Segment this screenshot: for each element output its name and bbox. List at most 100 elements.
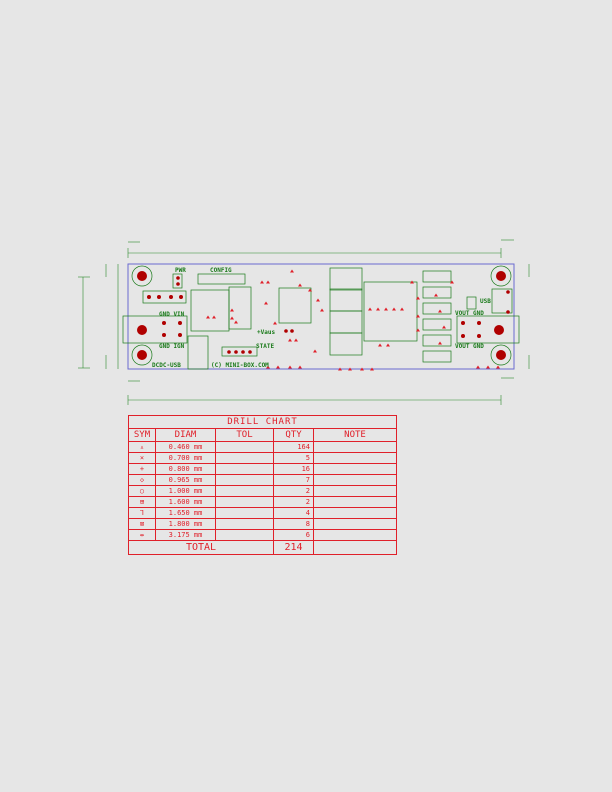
header-note: NOTE (313, 428, 397, 442)
via-marker (266, 365, 270, 369)
via-marker (476, 365, 480, 369)
via-marker (298, 365, 302, 369)
via-marker (438, 341, 442, 345)
via-marker (298, 283, 302, 287)
label-vout-gnd-bottom: VOUT GND (455, 343, 484, 350)
dimension-lines (78, 239, 530, 405)
via-marker (370, 367, 374, 371)
via-marker (294, 338, 298, 342)
via-marker (450, 280, 454, 284)
via-marker (384, 307, 388, 311)
drill-diam: 0.460 mm (155, 441, 216, 453)
via-marker (260, 280, 264, 284)
via-marker (276, 365, 280, 369)
drill-qty: 2 (273, 496, 314, 508)
drill-qty: 2 (273, 485, 314, 497)
drill-tol (215, 474, 274, 486)
via-marker (316, 298, 320, 302)
via-marker (368, 307, 372, 311)
drill-diam: 1.600 mm (155, 496, 216, 508)
label-copyright: (C) MINI-BOX.COM (211, 362, 269, 369)
via-marker (264, 301, 268, 305)
via-marker (230, 308, 234, 312)
total-qty: 214 (273, 540, 314, 555)
label-config: CONFIG (210, 267, 232, 274)
via-marker (434, 293, 438, 297)
drill-qty: 6 (273, 529, 314, 541)
drill-qty: 164 (273, 441, 314, 453)
via-marker (496, 365, 500, 369)
drill-chart: DRILL CHART SYM DIAM TOL QTY NOTE ▵0.460… (128, 415, 397, 555)
total-label: TOTAL (128, 540, 274, 555)
drill-sym: ◇ (128, 474, 156, 486)
drill-qty: 5 (273, 452, 314, 464)
via-marker (376, 307, 380, 311)
drill-tol (215, 485, 274, 497)
drill-diam: 1.800 mm (155, 518, 216, 530)
mounting-holes (131, 265, 512, 366)
header-tol: TOL (215, 428, 274, 442)
label-gnd-vin: GND VIN (159, 311, 185, 318)
total-note (313, 540, 397, 555)
drill-tol (215, 529, 274, 541)
via-marker (400, 307, 404, 311)
drill-qty: 4 (273, 507, 314, 519)
drill-sym: ⊠ (128, 518, 156, 530)
via-marker (288, 338, 292, 342)
via-marker (206, 315, 210, 319)
via-marker (360, 367, 364, 371)
board-outline (127, 263, 515, 370)
label-vout-gnd-top: VOUT GND (455, 310, 484, 317)
via-marker (338, 367, 342, 371)
drill-sym: ⅂ (128, 507, 156, 519)
drill-sym: ⇹ (128, 529, 156, 541)
pads (147, 276, 510, 354)
drill-tol (215, 441, 274, 453)
drill-note (313, 529, 397, 541)
header-sym: SYM (128, 428, 156, 442)
drill-sym: ▵ (128, 441, 156, 453)
label-usb: USB (480, 298, 491, 305)
header-qty: QTY (273, 428, 314, 442)
via-markers (206, 269, 500, 371)
drill-note (313, 452, 397, 464)
label-state: STATE (256, 343, 274, 350)
drill-note (313, 463, 397, 475)
via-marker (288, 365, 292, 369)
drill-qty: 8 (273, 518, 314, 530)
drill-sym: + (128, 463, 156, 475)
via-marker (212, 315, 216, 319)
via-marker (234, 320, 238, 324)
via-marker (313, 349, 317, 353)
via-marker (386, 343, 390, 347)
drill-note (313, 496, 397, 508)
label-vaus: +Vaus (257, 329, 275, 336)
via-marker (320, 308, 324, 312)
drill-chart-title: DRILL CHART (128, 415, 397, 429)
drill-tol (215, 463, 274, 475)
drill-note (313, 474, 397, 486)
drill-diam: 0.965 mm (155, 474, 216, 486)
label-pwr: PWR (175, 267, 186, 274)
drill-row: ▵0.460 mm 164 (128, 441, 397, 453)
drill-note (313, 518, 397, 530)
drill-note (313, 441, 397, 453)
via-marker (230, 316, 234, 320)
via-marker (273, 321, 277, 325)
via-marker (416, 296, 420, 300)
via-marker (438, 309, 442, 313)
via-marker (348, 367, 352, 371)
drill-sym: ○ (128, 485, 156, 497)
drill-tol (215, 452, 274, 464)
drill-tol (215, 518, 274, 530)
drill-note (313, 507, 397, 519)
via-marker (378, 343, 382, 347)
via-marker (308, 288, 312, 292)
